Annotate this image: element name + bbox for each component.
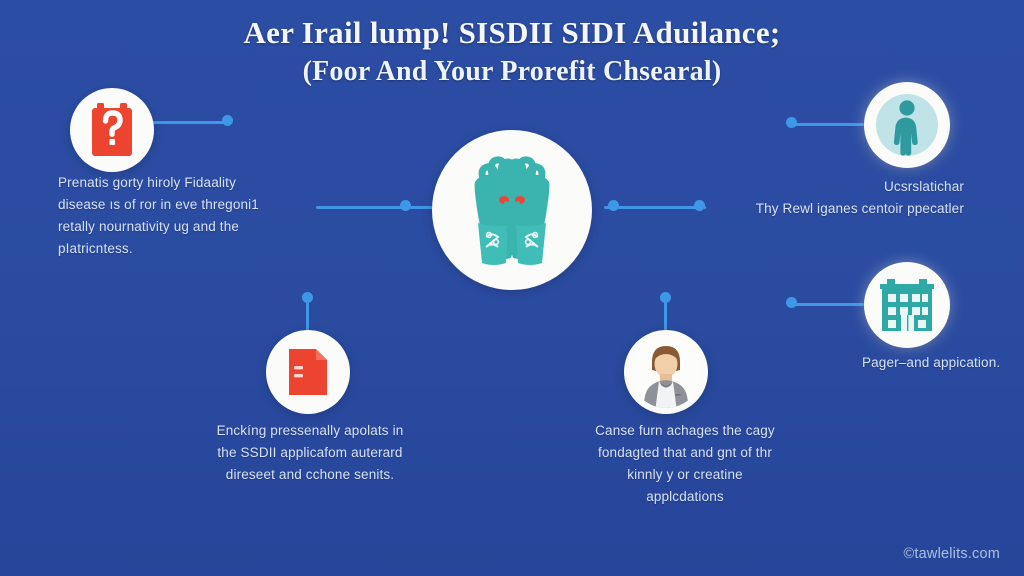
connector-dot-topleft — [222, 115, 233, 126]
node-circle-top-right[interactable] — [864, 82, 950, 168]
connector-line-botcenter — [664, 298, 667, 334]
connector-dot-left-center — [400, 200, 411, 211]
connector-line-topleft — [152, 121, 226, 124]
connector-line-topright — [790, 123, 864, 126]
watermark: ©tawlelits.com — [903, 546, 1000, 562]
gloved-hands-icon — [456, 151, 568, 269]
node-text-mid-right: Pager–and appication. — [862, 355, 1001, 370]
node-circle-mid-right[interactable] — [864, 262, 950, 348]
center-node-circle[interactable] — [432, 130, 592, 290]
title-line-2: (Foor And Your Prorefit Chsearal) — [302, 55, 722, 87]
page-title: Aer Irail lump! SISDII SIDI Aduilance; (… — [0, 15, 1024, 88]
node-circle-top-left[interactable] — [70, 88, 154, 172]
node-text-top-right-line1: Ucsrslatichar — [884, 179, 964, 194]
clipboard-question-icon — [88, 102, 136, 158]
connector-dot-center-right-start — [608, 200, 619, 211]
node-text-top-right-line2: Thy Rewl iganes centoir ppecatler — [755, 200, 964, 216]
person-figure-icon — [872, 90, 942, 160]
connector-line-botleft — [306, 298, 309, 334]
title-line-1: Aer Irail lump! SISDII SIDI Aduilance; — [243, 15, 781, 50]
node-text-bottom-center: Canse furn achages the cagy fondagted th… — [595, 423, 775, 504]
connector-dot-botcenter — [660, 292, 671, 303]
connector-dot-midright — [786, 297, 797, 308]
node-circle-bottom-left[interactable] — [266, 330, 350, 414]
node-text-bottom-left: Enckíng pressenally apolats in the SSDII… — [216, 423, 404, 482]
connector-dot-center-right-end — [694, 200, 705, 211]
connector-dot-topright — [786, 117, 797, 128]
connector-dot-botleft — [302, 292, 313, 303]
node-text-top-left: Prenatis gorty hiroly Fidaality disease … — [58, 175, 259, 256]
node-text-top-right: Ucsrslatichar Thy Rewl iganes centoir pp… — [712, 176, 964, 220]
doctor-avatar-icon — [630, 336, 702, 408]
office-building-icon — [876, 277, 938, 333]
connector-line-center-right — [604, 206, 706, 209]
connector-line-midright — [790, 303, 864, 306]
connector-line-left-center — [316, 206, 434, 209]
red-document-icon — [284, 346, 332, 398]
node-circle-bottom-center[interactable] — [624, 330, 708, 414]
